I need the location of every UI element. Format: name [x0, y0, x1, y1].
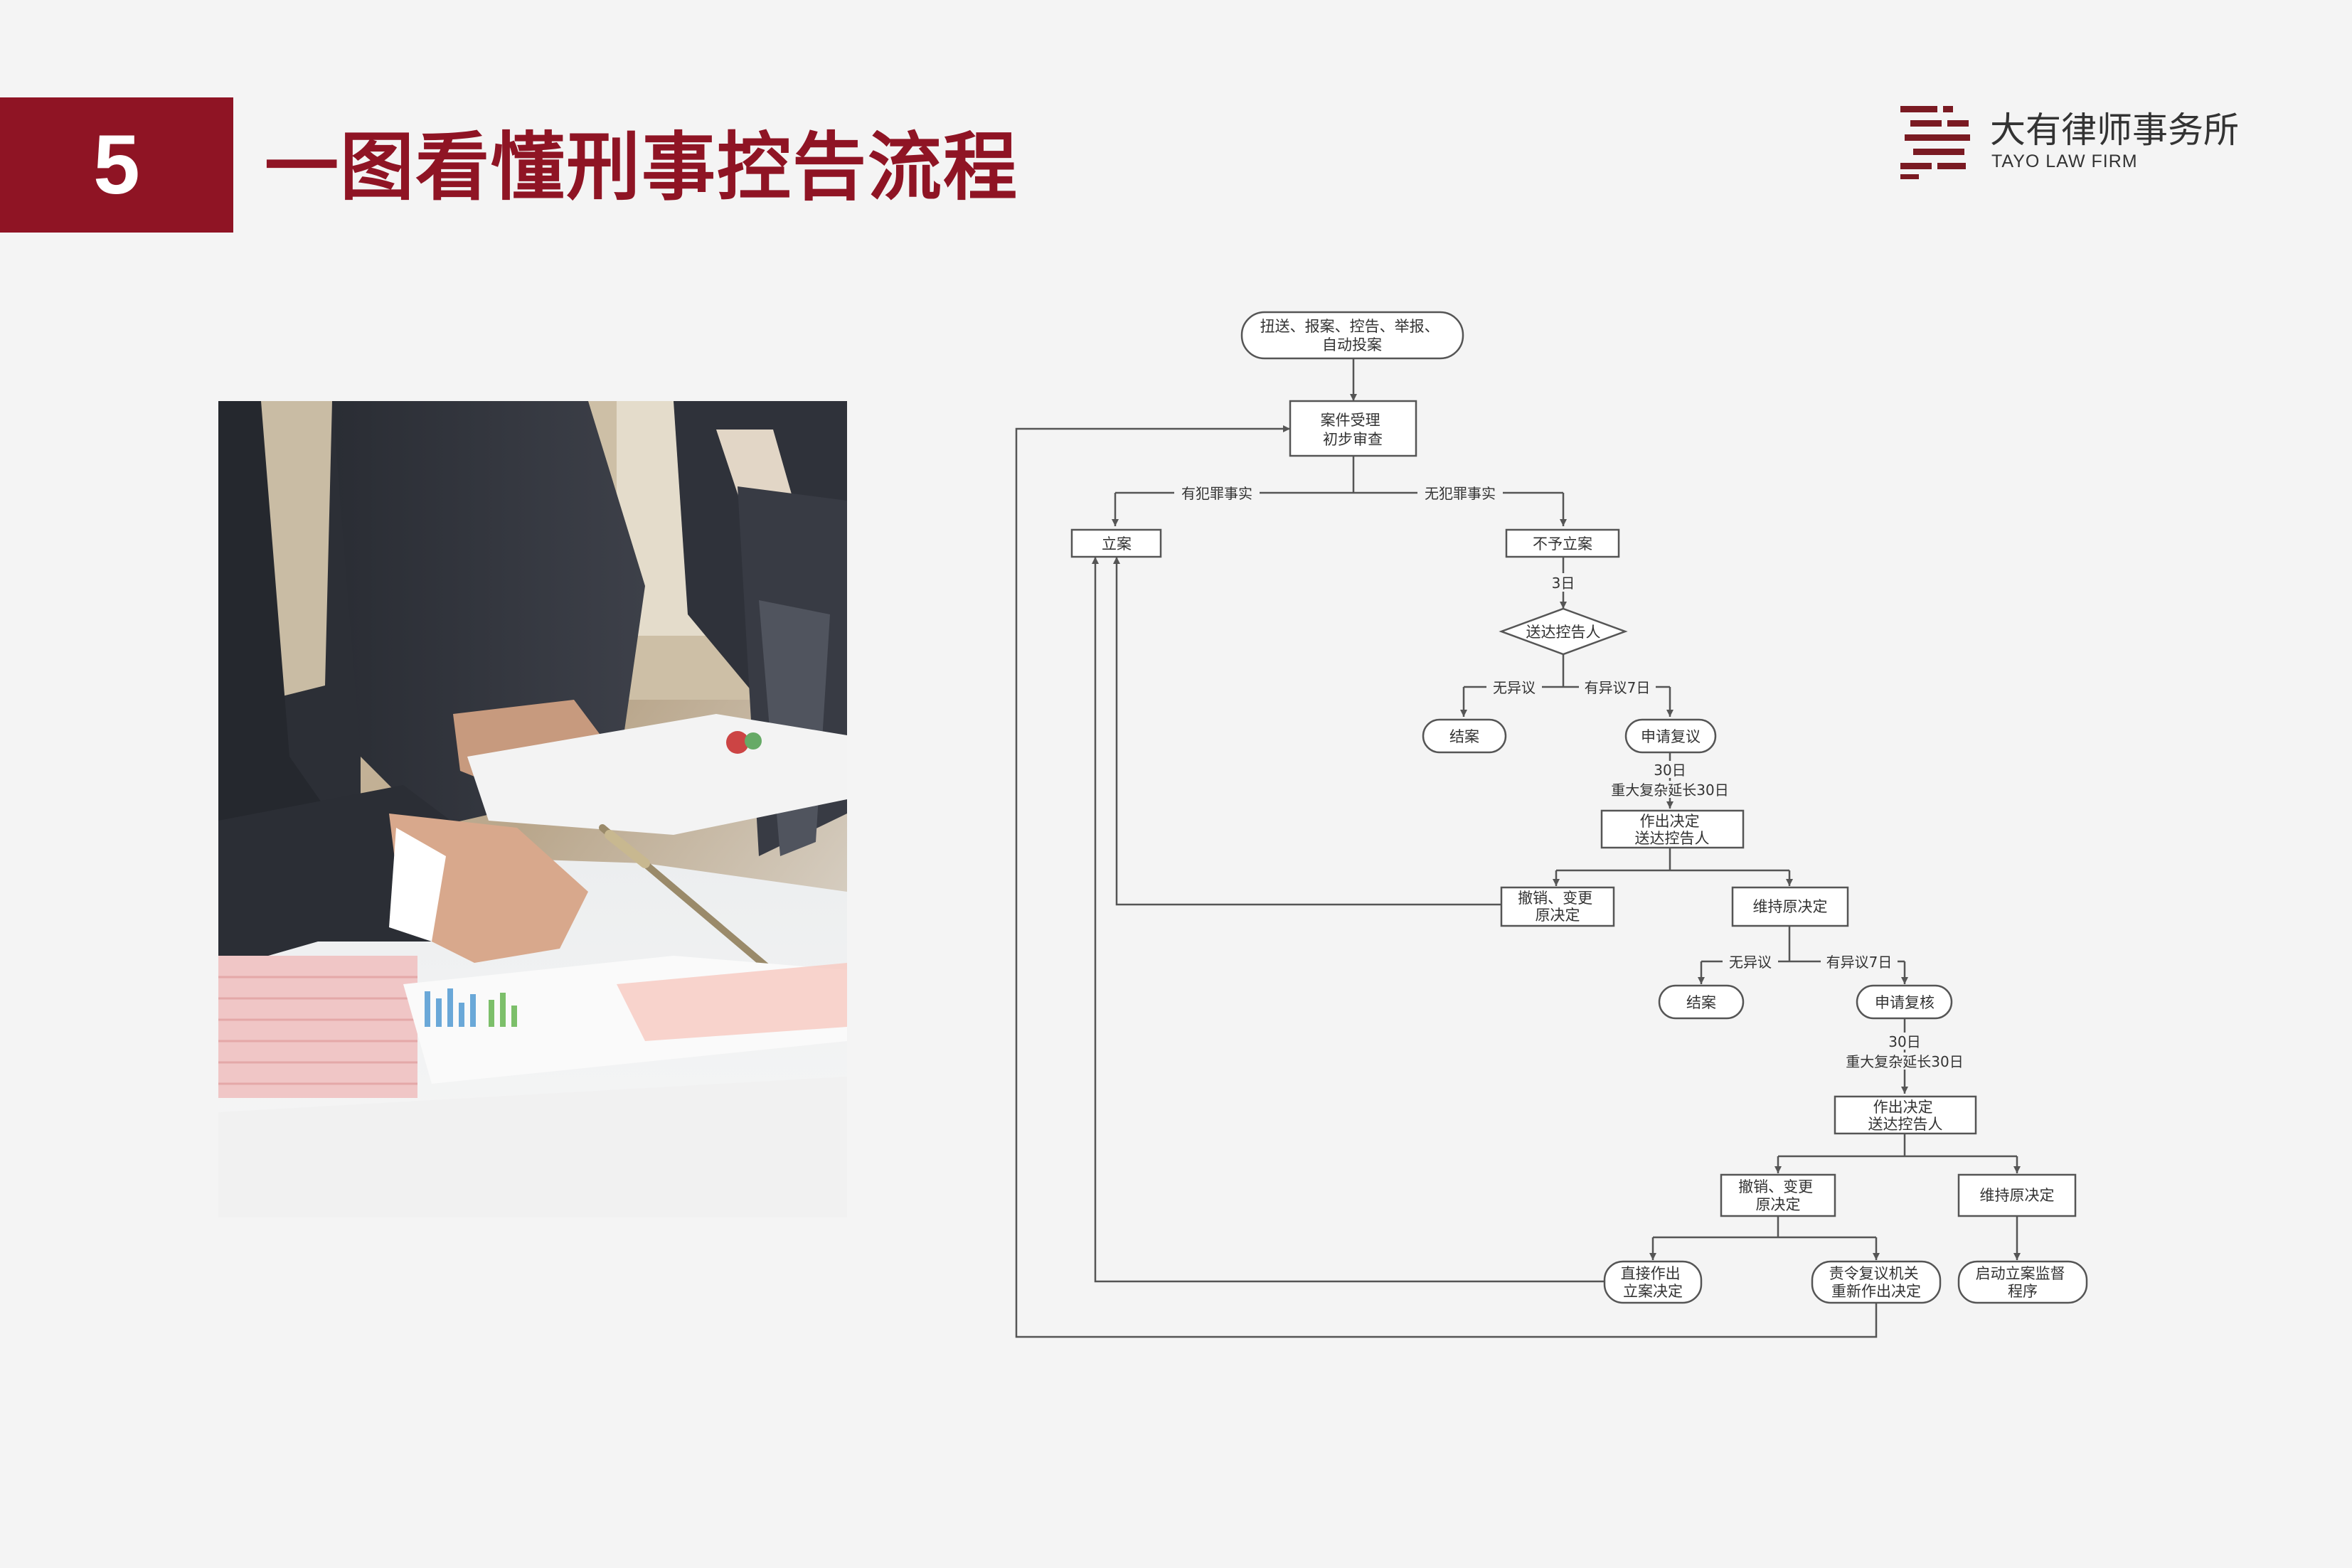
firm-name-en: TAYO LAW FIRM: [1991, 151, 2138, 171]
node-accept-text: 案件受理 初步审查: [1321, 412, 1385, 448]
node-lian: [1070, 528, 1162, 558]
label-nocrime: 无犯罪事实: [1425, 485, 1496, 502]
node-buyu-text: 不予立案: [1533, 535, 1592, 553]
node-lian-text: 立案: [1102, 535, 1132, 553]
node-decide2: [1834, 1095, 1977, 1135]
page-title: 一图看懂刑事控告流程: [265, 124, 1019, 210]
flow-connectors: [1015, 358, 2021, 1338]
node-keep2-text: 维持原决定: [1980, 1187, 2055, 1204]
photo-illustration: [218, 401, 847, 1217]
node-decide1: [1600, 809, 1745, 849]
node-fuyi-text: 申请复议: [1641, 728, 1701, 745]
node-jiean2: [1658, 984, 1745, 1020]
label-3days: 3日: [1552, 575, 1575, 592]
node-fuyi: [1624, 718, 1717, 754]
node-revoke1: [1500, 886, 1615, 927]
node-buyu: [1505, 528, 1620, 558]
node-start: [1240, 311, 1464, 360]
node-keep2: [1957, 1173, 2077, 1217]
node-order-text: 责令复议机关 重新作出决定: [1829, 1265, 1924, 1300]
node-supervise: [1957, 1260, 2088, 1304]
node-order: [1811, 1260, 1942, 1304]
node-keep1-text: 维持原决定: [1753, 898, 1828, 915]
section-number-box: 5: [0, 97, 233, 233]
node-revoke2-text: 撤销、变更 原决定: [1738, 1178, 1818, 1213]
edge-direct-to-lian: [1092, 557, 1605, 1283]
node-decide2-text: 作出决定 送达控告人: [1868, 1099, 1943, 1133]
node-jiean1-text: 结案: [1449, 728, 1479, 745]
node-jiean2-text: 结案: [1686, 994, 1716, 1011]
label-obj1: 有异议7日: [1585, 679, 1651, 696]
label-noobj2: 无异议: [1729, 954, 1772, 971]
flow-nodes: 扭送、报案、控告、举报、 自动投案 案件受理 初步审查 立案 不予立案 送达控告…: [1070, 311, 2088, 1304]
node-fuhe: [1856, 984, 1953, 1020]
edge-order-to-accept: [1015, 425, 1878, 1338]
edge-labels: 有犯罪事实 无犯罪事实 3日 无异议 有异议7日 30日 重大复杂延长30日 无…: [1174, 484, 1971, 1070]
section-number: 5: [93, 118, 140, 212]
node-revoke1-text: 撤销、变更 原决定: [1518, 890, 1597, 924]
business-photo: [218, 401, 847, 1217]
label-extend-a: 重大复杂延长30日: [1611, 782, 1728, 799]
node-songda1-text: 送达控告人: [1526, 624, 1601, 641]
node-decide1-text: 作出决定 送达控告人: [1635, 813, 1710, 847]
label-crime: 有犯罪事实: [1181, 485, 1252, 502]
label-extend-b: 重大复杂延长30日: [1846, 1053, 1963, 1070]
firm-name-cn: 大有律师事务所: [1990, 110, 2239, 151]
node-accept: [1289, 400, 1417, 457]
edge-revoke1-to-lian: [1113, 557, 1501, 906]
node-direct: [1603, 1260, 1703, 1304]
node-revoke2: [1720, 1173, 1836, 1217]
node-direct-text: 直接作出 立案决定: [1621, 1265, 1686, 1300]
node-supervise-text: 启动立案监督 程序: [1976, 1265, 2070, 1300]
node-songda1: [1499, 607, 1628, 656]
label-30days-b: 30日: [1888, 1033, 1920, 1050]
node-jiean1: [1422, 718, 1507, 754]
label-obj2: 有异议7日: [1826, 954, 1893, 971]
firm-logo-icon: [1900, 106, 1970, 179]
law-firm-logo: 大有律师事务所 TAYO LAW FIRM: [1898, 103, 2239, 181]
node-fuhe-text: 申请复核: [1875, 994, 1935, 1011]
label-noobj1: 无异议: [1493, 679, 1536, 696]
node-keep1: [1731, 886, 1849, 927]
node-start-text: 扭送、报案、控告、举报、 自动投案: [1260, 318, 1444, 353]
label-30days-a: 30日: [1654, 762, 1686, 779]
